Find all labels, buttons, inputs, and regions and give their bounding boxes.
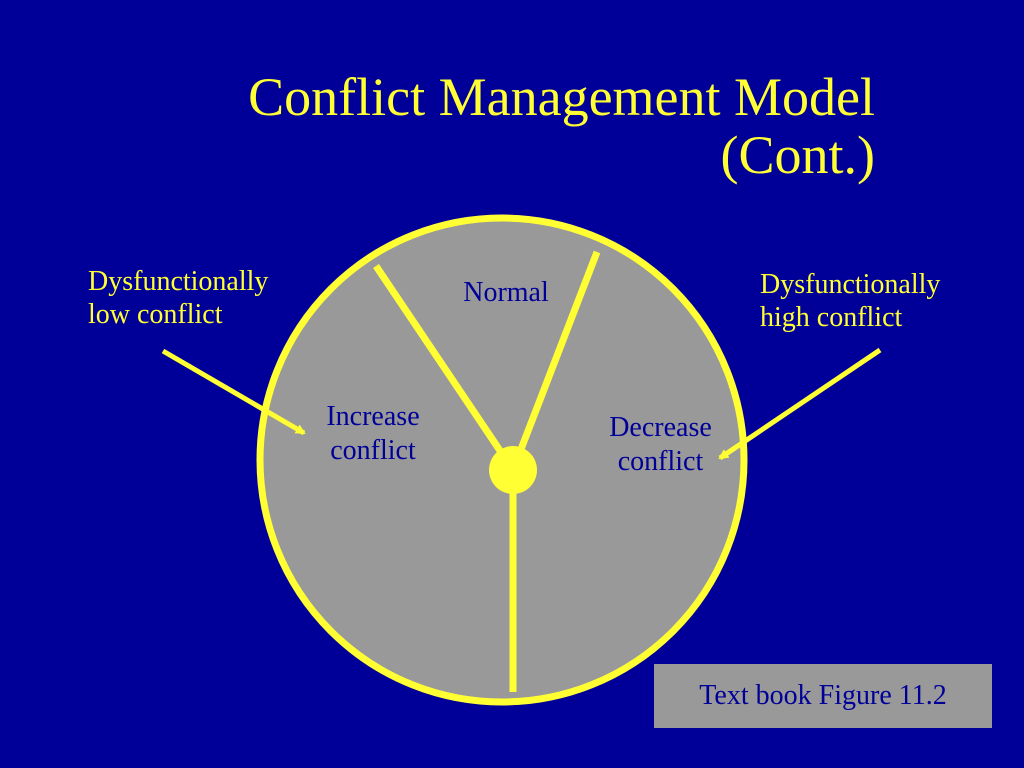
arrow-low-to-increase	[161, 348, 306, 436]
figure-caption: Text book Figure 11.2	[654, 664, 992, 728]
divider-right	[509, 250, 601, 472]
dysfunctionally-low-label: Dysfunctionally low conflict	[88, 265, 268, 331]
zone-decrease-label: Decrease conflict	[588, 411, 733, 479]
high-label-line-2: high conflict	[760, 302, 903, 333]
zone-normal-label: Normal	[463, 277, 549, 308]
decrease-line-1: Decrease	[609, 412, 712, 443]
dysfunctionally-high-label: Dysfunctionally high conflict	[760, 268, 940, 334]
title-line-2: (Cont.)	[720, 125, 876, 185]
divider-left	[373, 264, 516, 472]
low-label-line-2: low conflict	[88, 299, 223, 330]
high-label-line-1: Dysfunctionally	[760, 269, 941, 300]
zone-increase-label: Increase conflict	[303, 400, 443, 468]
increase-line-1: Increase	[326, 401, 420, 432]
increase-line-2: conflict	[330, 435, 416, 466]
center-hub	[489, 446, 537, 494]
arrow-high-to-decrease	[718, 347, 882, 461]
low-label-line-1: Dysfunctionally	[88, 266, 269, 297]
slide-title: Conflict Management Model (Cont.)	[145, 68, 875, 184]
title-line-1: Conflict Management Model	[248, 67, 875, 127]
decrease-line-2: conflict	[617, 446, 704, 477]
